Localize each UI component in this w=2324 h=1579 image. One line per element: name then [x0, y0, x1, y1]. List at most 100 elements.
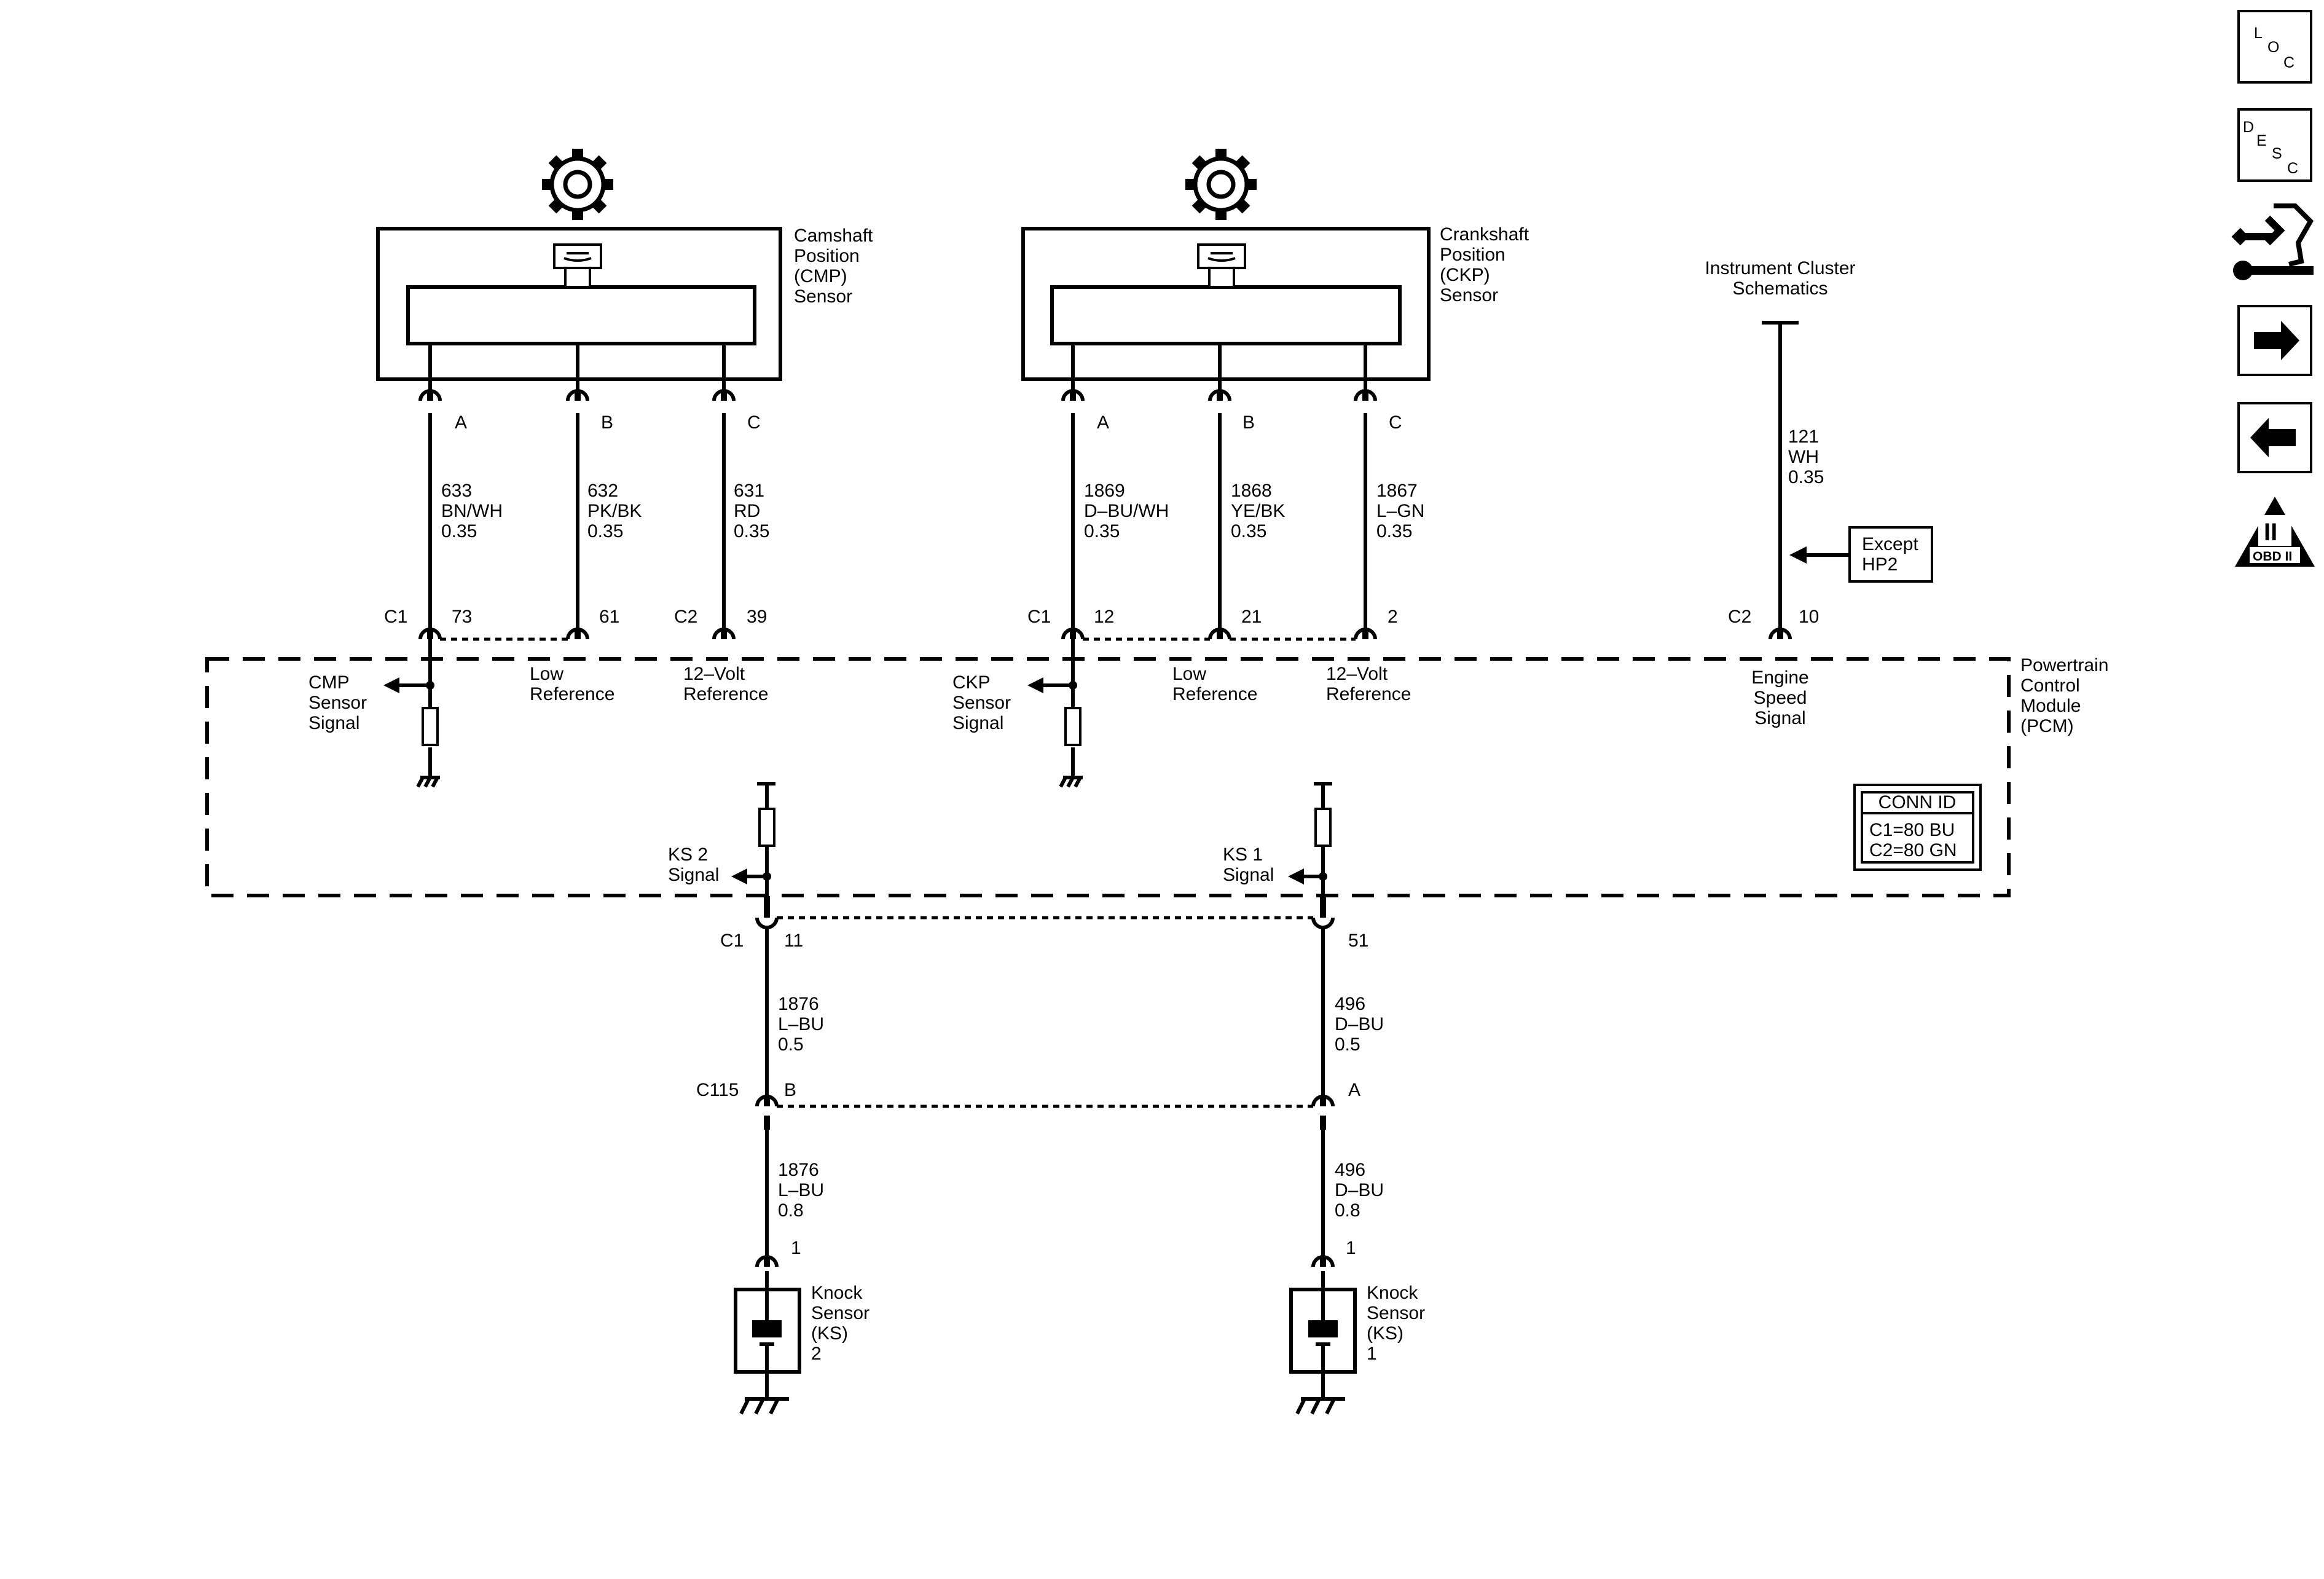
ckp-sensor-name-2: Position	[1440, 245, 1505, 265]
knock-sensor-1	[1289, 1271, 1357, 1415]
pcm-boundary	[205, 657, 2011, 897]
ks1-lower-size: 0.8	[1335, 1200, 1360, 1221]
ground-icon	[1059, 776, 1083, 788]
ckp-c-color: L–GN	[1376, 501, 1424, 521]
cmp-c-color: RD	[734, 501, 760, 521]
signal-arrow-icon	[1027, 677, 1043, 693]
pcm-name-3: Module	[2020, 696, 2081, 716]
option-note-line-1: Except	[1862, 534, 1918, 554]
engine-speed-label-2: Speed	[1754, 688, 1807, 708]
ckp-sensor-name-1: Crankshaft	[1440, 224, 1529, 245]
ks2-name-4: 2	[811, 1344, 822, 1364]
sensor-element-icon	[1197, 243, 1246, 288]
pull-down-resistor	[422, 707, 439, 746]
signal-arrow-icon	[383, 677, 399, 693]
cmp-sensor-name-2: Position	[794, 246, 860, 266]
ks2-name-2: Sensor	[811, 1303, 870, 1323]
ckp-c-circuit: 1867	[1376, 481, 1418, 501]
ks1-name-1: Knock	[1367, 1283, 1418, 1303]
signal-arrow-icon	[1288, 868, 1304, 884]
ckp-signal-label-3: Signal	[952, 713, 1003, 733]
instrument-cluster-title-2[interactable]: Schematics	[1732, 278, 1827, 299]
ks2-inline-conn: C115	[696, 1080, 739, 1100]
ks1-pcm-pin: 51	[1348, 931, 1368, 951]
desc-letter-1: D	[2243, 119, 2254, 136]
ckp-a-circuit: 1869	[1084, 481, 1125, 501]
vehicle-service-icon[interactable]	[2231, 203, 2314, 280]
ckp-signal-label-2: Sensor	[952, 693, 1011, 713]
connector-terminal	[418, 389, 736, 401]
ground-icon	[416, 776, 440, 788]
cmp-b-size: 0.35	[587, 521, 623, 541]
cluster-circuit: 121	[1788, 427, 1819, 447]
ckp-a-color: D–BU/WH	[1084, 501, 1169, 521]
ks2-name-1: Knock	[811, 1283, 863, 1303]
ks2-lower-size: 0.8	[778, 1200, 804, 1221]
ckp-pcm-pin-2: 2	[1388, 607, 1398, 627]
pcm-name-1: Powertrain	[2020, 655, 2108, 675]
cmp-pcm-pin-73: 73	[452, 607, 472, 627]
ks2-inline-pin: B	[784, 1080, 796, 1100]
engine-speed-label-3: Signal	[1754, 708, 1805, 728]
cluster-pcm-pin: 10	[1799, 607, 1819, 627]
ckp-sensor: Crankshaft Position (CKP) Sensor A B C 1…	[952, 149, 1529, 788]
ks1-lower-color: D–BU	[1335, 1180, 1384, 1200]
ckp-sensor-name-4: Sensor	[1440, 285, 1498, 305]
ks1-name-2: Sensor	[1367, 1303, 1425, 1323]
gear-icon	[542, 149, 613, 220]
ks2-upper-size: 0.5	[778, 1034, 804, 1055]
signal-arrow-icon	[731, 868, 747, 884]
instrument-cluster-title-1[interactable]: Instrument Cluster	[1705, 258, 1855, 278]
ckp-pin-a: A	[1097, 412, 1109, 433]
ckp-b-size: 0.35	[1231, 521, 1266, 541]
ckp-b-color: YE/BK	[1231, 501, 1285, 521]
cmp-pcm-pin-61: 61	[599, 607, 619, 627]
cmp-sensor-name-3: (CMP)	[794, 266, 847, 286]
ks1-inline-pin: A	[1348, 1080, 1360, 1100]
instrument-cluster-link[interactable]: Instrument Cluster Schematics 121 WH 0.3…	[1705, 258, 1856, 628]
conn-id-title: CONN ID	[1878, 792, 1957, 813]
conn-id-table: CONN ID C1=80 BU C2=80 GN	[1853, 784, 1982, 871]
desc-letter-3: S	[2272, 145, 2282, 162]
sidebar: L O C D E S C II	[2231, 10, 2315, 567]
ckp-pcm-conn-c1: C1	[1027, 607, 1051, 627]
pcm-name-2: Control	[2020, 675, 2080, 696]
ks1-lower-circuit: 496	[1335, 1160, 1365, 1180]
option-note: Except HP2	[1789, 526, 1933, 583]
pcm-module: Powertrain Control Module (PCM) CONN ID …	[205, 655, 2108, 897]
knock-sensor-2	[734, 1271, 801, 1415]
cmp-12v-ref-label-1: 12–Volt	[683, 664, 745, 684]
ks2-signal-label-1: KS 2	[668, 845, 708, 865]
ks1-sensor-pin: 1	[1346, 1238, 1356, 1258]
pull-up-resistor	[1314, 808, 1332, 847]
ground-icon	[1295, 1372, 1345, 1415]
next-arrow-icon[interactable]	[2237, 305, 2312, 376]
ckp-low-ref-label-2: Reference	[1172, 684, 1257, 704]
ks1-upper-color: D–BU	[1335, 1014, 1384, 1034]
obd-ii-icon[interactable]: II OBD II	[2235, 497, 2315, 567]
ks2-pcm-conn: C1	[720, 931, 744, 951]
cmp-signal-label-2: Sensor	[308, 693, 367, 713]
desc-icon[interactable]: D E S C	[2237, 108, 2312, 182]
cmp-pin-b: B	[601, 412, 613, 433]
ckp-pcm-pin-12: 12	[1094, 607, 1114, 627]
cmp-pin-c: C	[747, 412, 761, 433]
conn-id-row-1: C1=80 BU	[1869, 820, 1955, 840]
cmp-pcm-conn-c1: C1	[384, 607, 407, 627]
cmp-sensor: Camshaft Position (CMP) Sensor A B C 633…	[308, 149, 873, 788]
ckp-b-circuit: 1868	[1231, 481, 1272, 501]
ckp-c-size: 0.35	[1376, 521, 1412, 541]
cmp-pin-a: A	[455, 412, 467, 433]
ckp-sensor-name-3: (CKP)	[1440, 265, 1490, 285]
loc-letter-2: O	[2267, 39, 2279, 56]
previous-arrow-icon[interactable]	[2237, 402, 2312, 473]
loc-icon[interactable]: L O C	[2237, 10, 2312, 84]
cluster-pcm-conn: C2	[1728, 607, 1751, 627]
ks1-signal-label-1: KS 1	[1223, 845, 1263, 865]
cluster-size: 0.35	[1788, 467, 1824, 487]
option-note-line-2: HP2	[1862, 554, 1898, 575]
pull-down-resistor	[1064, 707, 1082, 746]
ks2-signal-label-2: Signal	[668, 865, 719, 885]
left-arrow-icon	[1789, 546, 1807, 564]
